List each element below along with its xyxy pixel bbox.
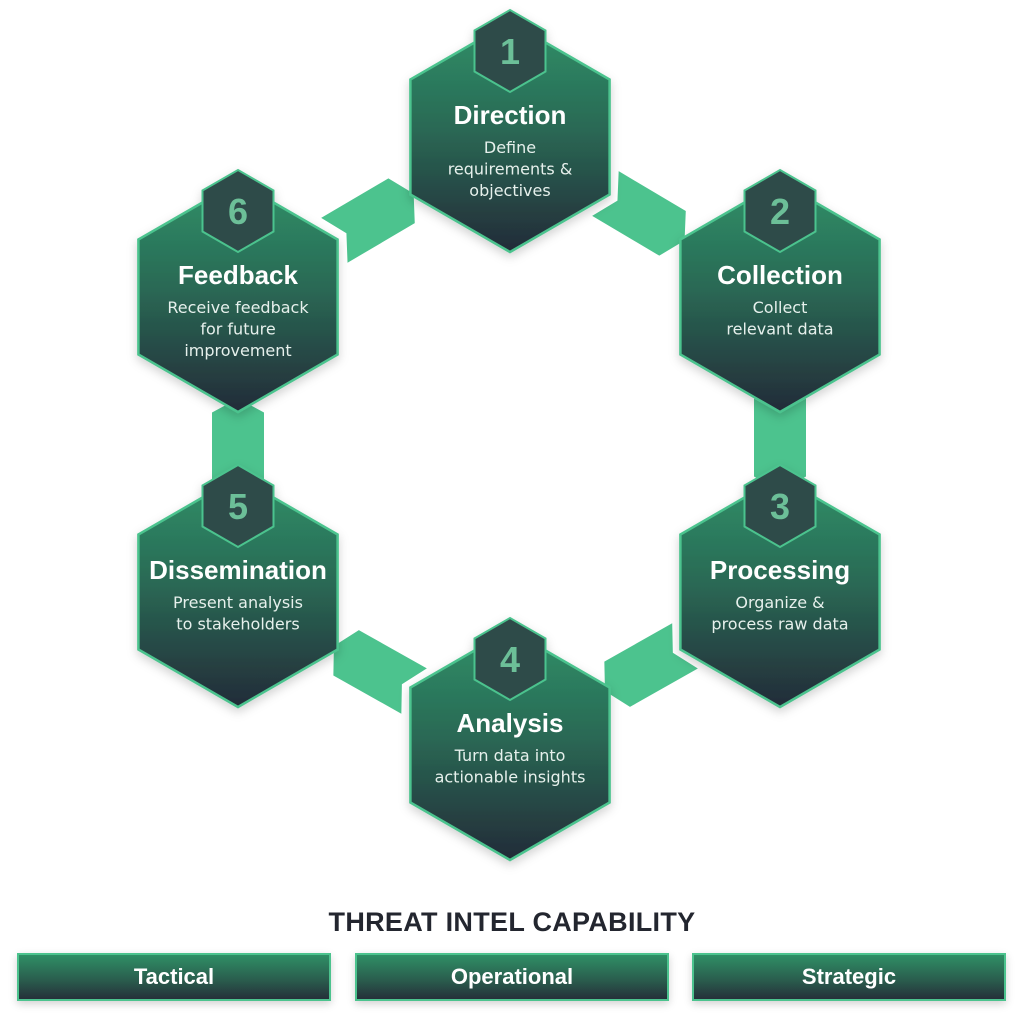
step-description-line: requirements & [448,160,573,179]
arrows-layer [212,171,806,714]
step-description-line: Collect [753,298,808,317]
flow-arrow-4-to-5 [333,630,427,714]
step-title: Feedback [178,260,298,290]
flow-arrow-2-to-3 [754,398,806,491]
step-number-badge [201,463,275,549]
step-description-line: Turn data into [454,746,566,765]
step-number: 3 [770,486,790,527]
step-number-badge [743,168,817,254]
flow-arrow-1-to-2 [592,171,686,256]
step-number: 2 [770,191,790,232]
step-title: Direction [454,100,567,130]
step-hexagon [137,180,339,414]
step-number: 5 [228,486,248,527]
step-description-line: improvement [184,341,291,360]
step-title: Collection [717,260,843,290]
step-description-line: Present analysis [173,593,303,612]
step-hexagon [137,475,339,709]
step-number-badge [743,463,817,549]
capability-levels: Tactical Operational Strategic [17,953,1009,1003]
flow-arrow-6-to-1 [321,178,415,263]
capability-title: THREAT INTEL CAPABILITY [328,907,696,937]
step-description-line: Define [484,138,536,157]
step-description-line: process raw data [711,615,848,634]
step-number: 4 [500,639,520,680]
capability-tactical-button[interactable]: Tactical [17,953,331,1001]
step-number-badge [473,8,547,94]
step-number: 6 [228,191,248,232]
step-description-line: Receive feedback [167,298,309,317]
step-title: Processing [710,555,850,585]
step-description-line: for future [200,320,275,339]
capability-operational-button[interactable]: Operational [355,953,669,1001]
step-number-badge [201,168,275,254]
step-hexagon [409,20,611,254]
step-number-badge [473,616,547,702]
step-title: Dissemination [149,555,327,585]
step-hexagon [409,628,611,862]
step-hexagon [679,180,881,414]
step-description-line: Organize & [735,593,824,612]
flow-arrow-5-to-6 [212,398,264,491]
step-description-line: relevant data [726,320,833,339]
step-description-line: objectives [469,181,550,200]
step-number: 1 [500,31,520,72]
flow-arrow-3-to-4 [604,623,698,707]
step-hexagon [679,475,881,709]
step-description-line: to stakeholders [176,615,299,634]
step-description-line: actionable insights [435,768,586,787]
step-title: Analysis [457,708,564,738]
capability-strategic-button[interactable]: Strategic [692,953,1006,1001]
